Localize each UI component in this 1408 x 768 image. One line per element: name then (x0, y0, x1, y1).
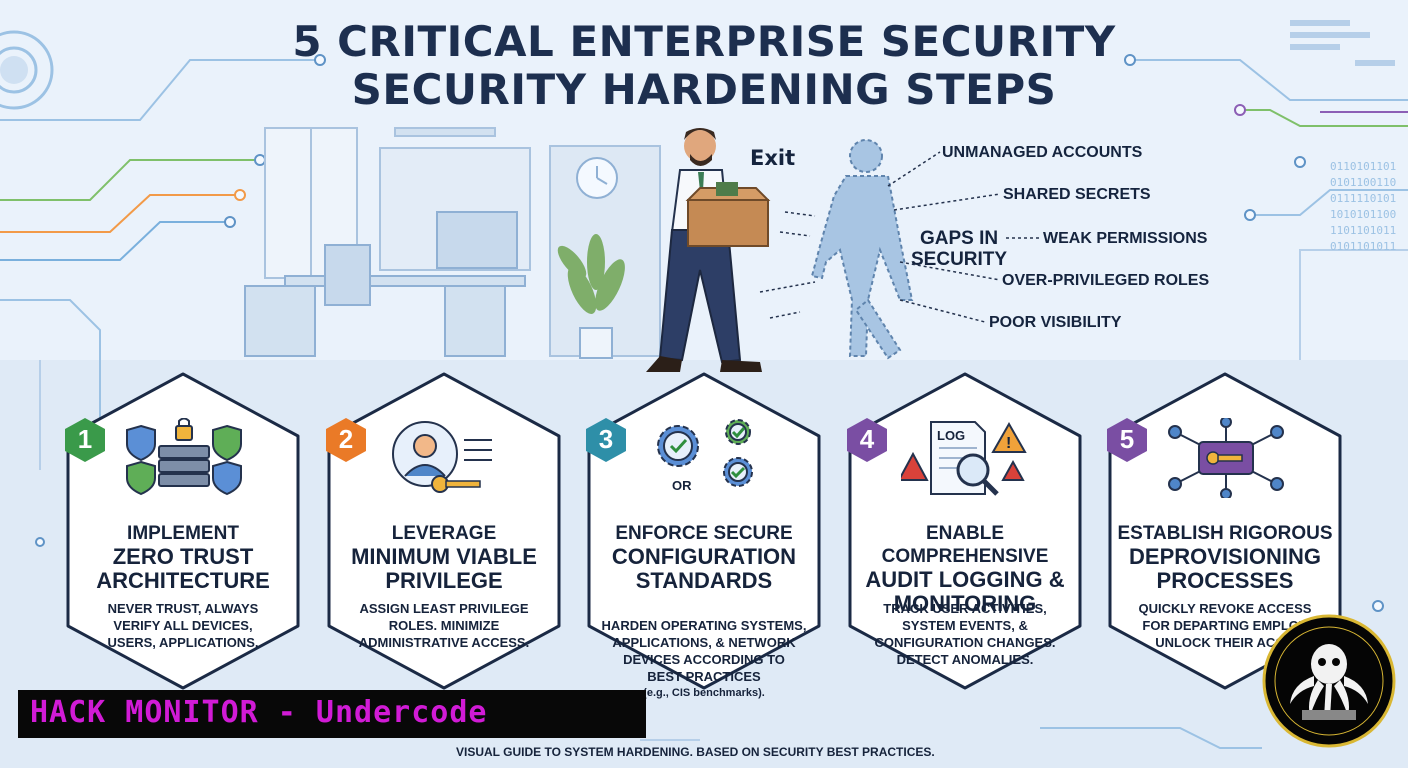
step-title-large-2: MONITORING (893, 591, 1037, 616)
step-description: HARDEN OPERATING SYSTEMS, APPLICATIONS, … (595, 600, 813, 719)
step-title-small: ESTABLISH RIGOROUS (1117, 523, 1333, 544)
step-title-large-2: PROCESSES (1156, 568, 1294, 593)
step-number-badge: 2 (323, 416, 369, 462)
step-description-text: HARDEN OPERATING SYSTEMS, APPLICATIONS, … (601, 618, 807, 684)
step-number-badge: 5 (1104, 416, 1150, 462)
title-line-2: SECURITY HARDENING STEPS (351, 65, 1057, 114)
svg-text:0101101011: 0101101011 (1330, 240, 1396, 253)
svg-text:0101100110: 0101100110 (1330, 176, 1396, 189)
step-number-badge: 4 (844, 416, 890, 462)
step-title-large-2: STANDARDS (635, 568, 773, 593)
footer-caption: VISUAL GUIDE TO SYSTEM HARDENING. BASED … (456, 745, 935, 759)
step-number-badge: 3 (583, 416, 629, 462)
gaps-label-line-2: SECURITY (911, 249, 1008, 270)
hack-monitor-banner: HACK MONITOR - Undercode (18, 690, 646, 738)
step-title-large-1: ZERO TRUST (112, 544, 254, 569)
svg-text:0110101101: 0110101101 (1330, 160, 1396, 173)
step-description: ASSIGN LEAST PRIVILEGE ROLES. MINIMIZE A… (358, 601, 530, 650)
step-description: NEVER TRUST, ALWAYS VERIFY ALL DEVICES, … (107, 601, 259, 650)
step-description: QUICKLY REVOKE ACCESS FOR DEPARTING EMPL… (1138, 601, 1312, 650)
log-text: LOG (937, 428, 965, 443)
step-title-large-1: MINIMUM VIABLE (351, 544, 537, 569)
shield-lock-server-icon (126, 418, 242, 496)
step-title: ENABLE COMPREHENSIVE AUDIT LOGGING & MON… (846, 522, 1084, 616)
step-number: 5 (1119, 424, 1135, 454)
log-magnifier-icon: LOG ! (901, 421, 1027, 496)
step-title: ENFORCE SECURE CONFIGURATION STANDARDS (585, 522, 823, 593)
exit-label: Exit (750, 146, 796, 170)
step-number: 3 (598, 424, 614, 454)
step-title-small: ENABLE COMPREHENSIVE (881, 523, 1049, 567)
octopus-logo-icon (1262, 614, 1396, 748)
step-title-large-1: AUDIT LOGGING & (865, 567, 1065, 592)
step-title-large-2: PRIVILEGE (385, 568, 503, 593)
step-number: 1 (77, 424, 93, 454)
step-title-small: IMPLEMENT (127, 523, 239, 544)
step-title-large-1: CONFIGURATION (611, 544, 797, 569)
gear-or-text: OR (672, 478, 692, 493)
gears-check-icon: OR (657, 419, 753, 493)
step-number: 2 (338, 424, 354, 454)
svg-text:!: ! (1006, 435, 1011, 452)
svg-text:1101101011: 1101101011 (1330, 224, 1396, 237)
svg-text:0111110101: 0111110101 (1330, 192, 1396, 205)
gaps-label-line-1: GAPS IN (920, 228, 999, 249)
step-card-5: 5 ESTABLISH RIGOROUS DEPROVISIONING PROC… (1106, 370, 1344, 692)
title-line-1: 5 CRITICAL ENTERPRISE SECURITY (292, 17, 1116, 66)
risk-shared-secrets: SHARED SECRETS (1003, 186, 1151, 203)
step-title-large-2: ARCHITECTURE (96, 568, 270, 593)
step-title-small: ENFORCE SECURE (615, 523, 793, 544)
step-card-4: 4 LOG ! ENABLE COMPREHENSIVE AUDIT LOGGI… (846, 370, 1084, 692)
banner-text: HACK MONITOR - Undercode (30, 695, 488, 730)
risk-poor-visibility: POOR VISIBILITY (989, 314, 1122, 331)
step-title: IMPLEMENT ZERO TRUST ARCHITECTURE (64, 522, 302, 593)
step-title-large-1: DEPROVISIONING (1129, 544, 1321, 569)
step-card-1: 1 IMPLEMENT ZERO TRUST ARCHITECTURE NEVE… (64, 370, 302, 692)
user-key-icon (392, 421, 492, 493)
key-network-icon (1168, 418, 1284, 498)
risk-unmanaged-accounts: UNMANAGED ACCOUNTS (942, 144, 1143, 161)
page-title: 5 CRITICAL ENTERPRISE SECURITY SECURITY … (0, 18, 1408, 114)
step-card-2: 2 LEVERAGE MINIMUM VIABLE PRIVILEGE ASSI… (325, 370, 563, 692)
step-description: TRACK USER ACTIVITIES, SYSTEM EVENTS, & … (874, 601, 1056, 667)
step-title: LEVERAGE MINIMUM VIABLE PRIVILEGE (325, 522, 563, 593)
step-number: 4 (859, 424, 875, 454)
svg-text:1010101100: 1010101100 (1330, 208, 1396, 221)
step-title: ESTABLISH RIGOROUS DEPROVISIONING PROCES… (1106, 522, 1344, 593)
step-number-badge: 1 (62, 416, 108, 462)
risk-weak-permissions: WEAK PERMISSIONS (1043, 230, 1208, 247)
step-description-note: (e.g., CIS benchmarks). (643, 687, 765, 699)
risk-over-privileged-roles: OVER-PRIVILEGED ROLES (1002, 272, 1210, 289)
step-card-3: 3 OR ENFORCE SECURE CONFIGURATION STANDA… (583, 370, 823, 699)
step-title-small: LEVERAGE (391, 523, 497, 544)
